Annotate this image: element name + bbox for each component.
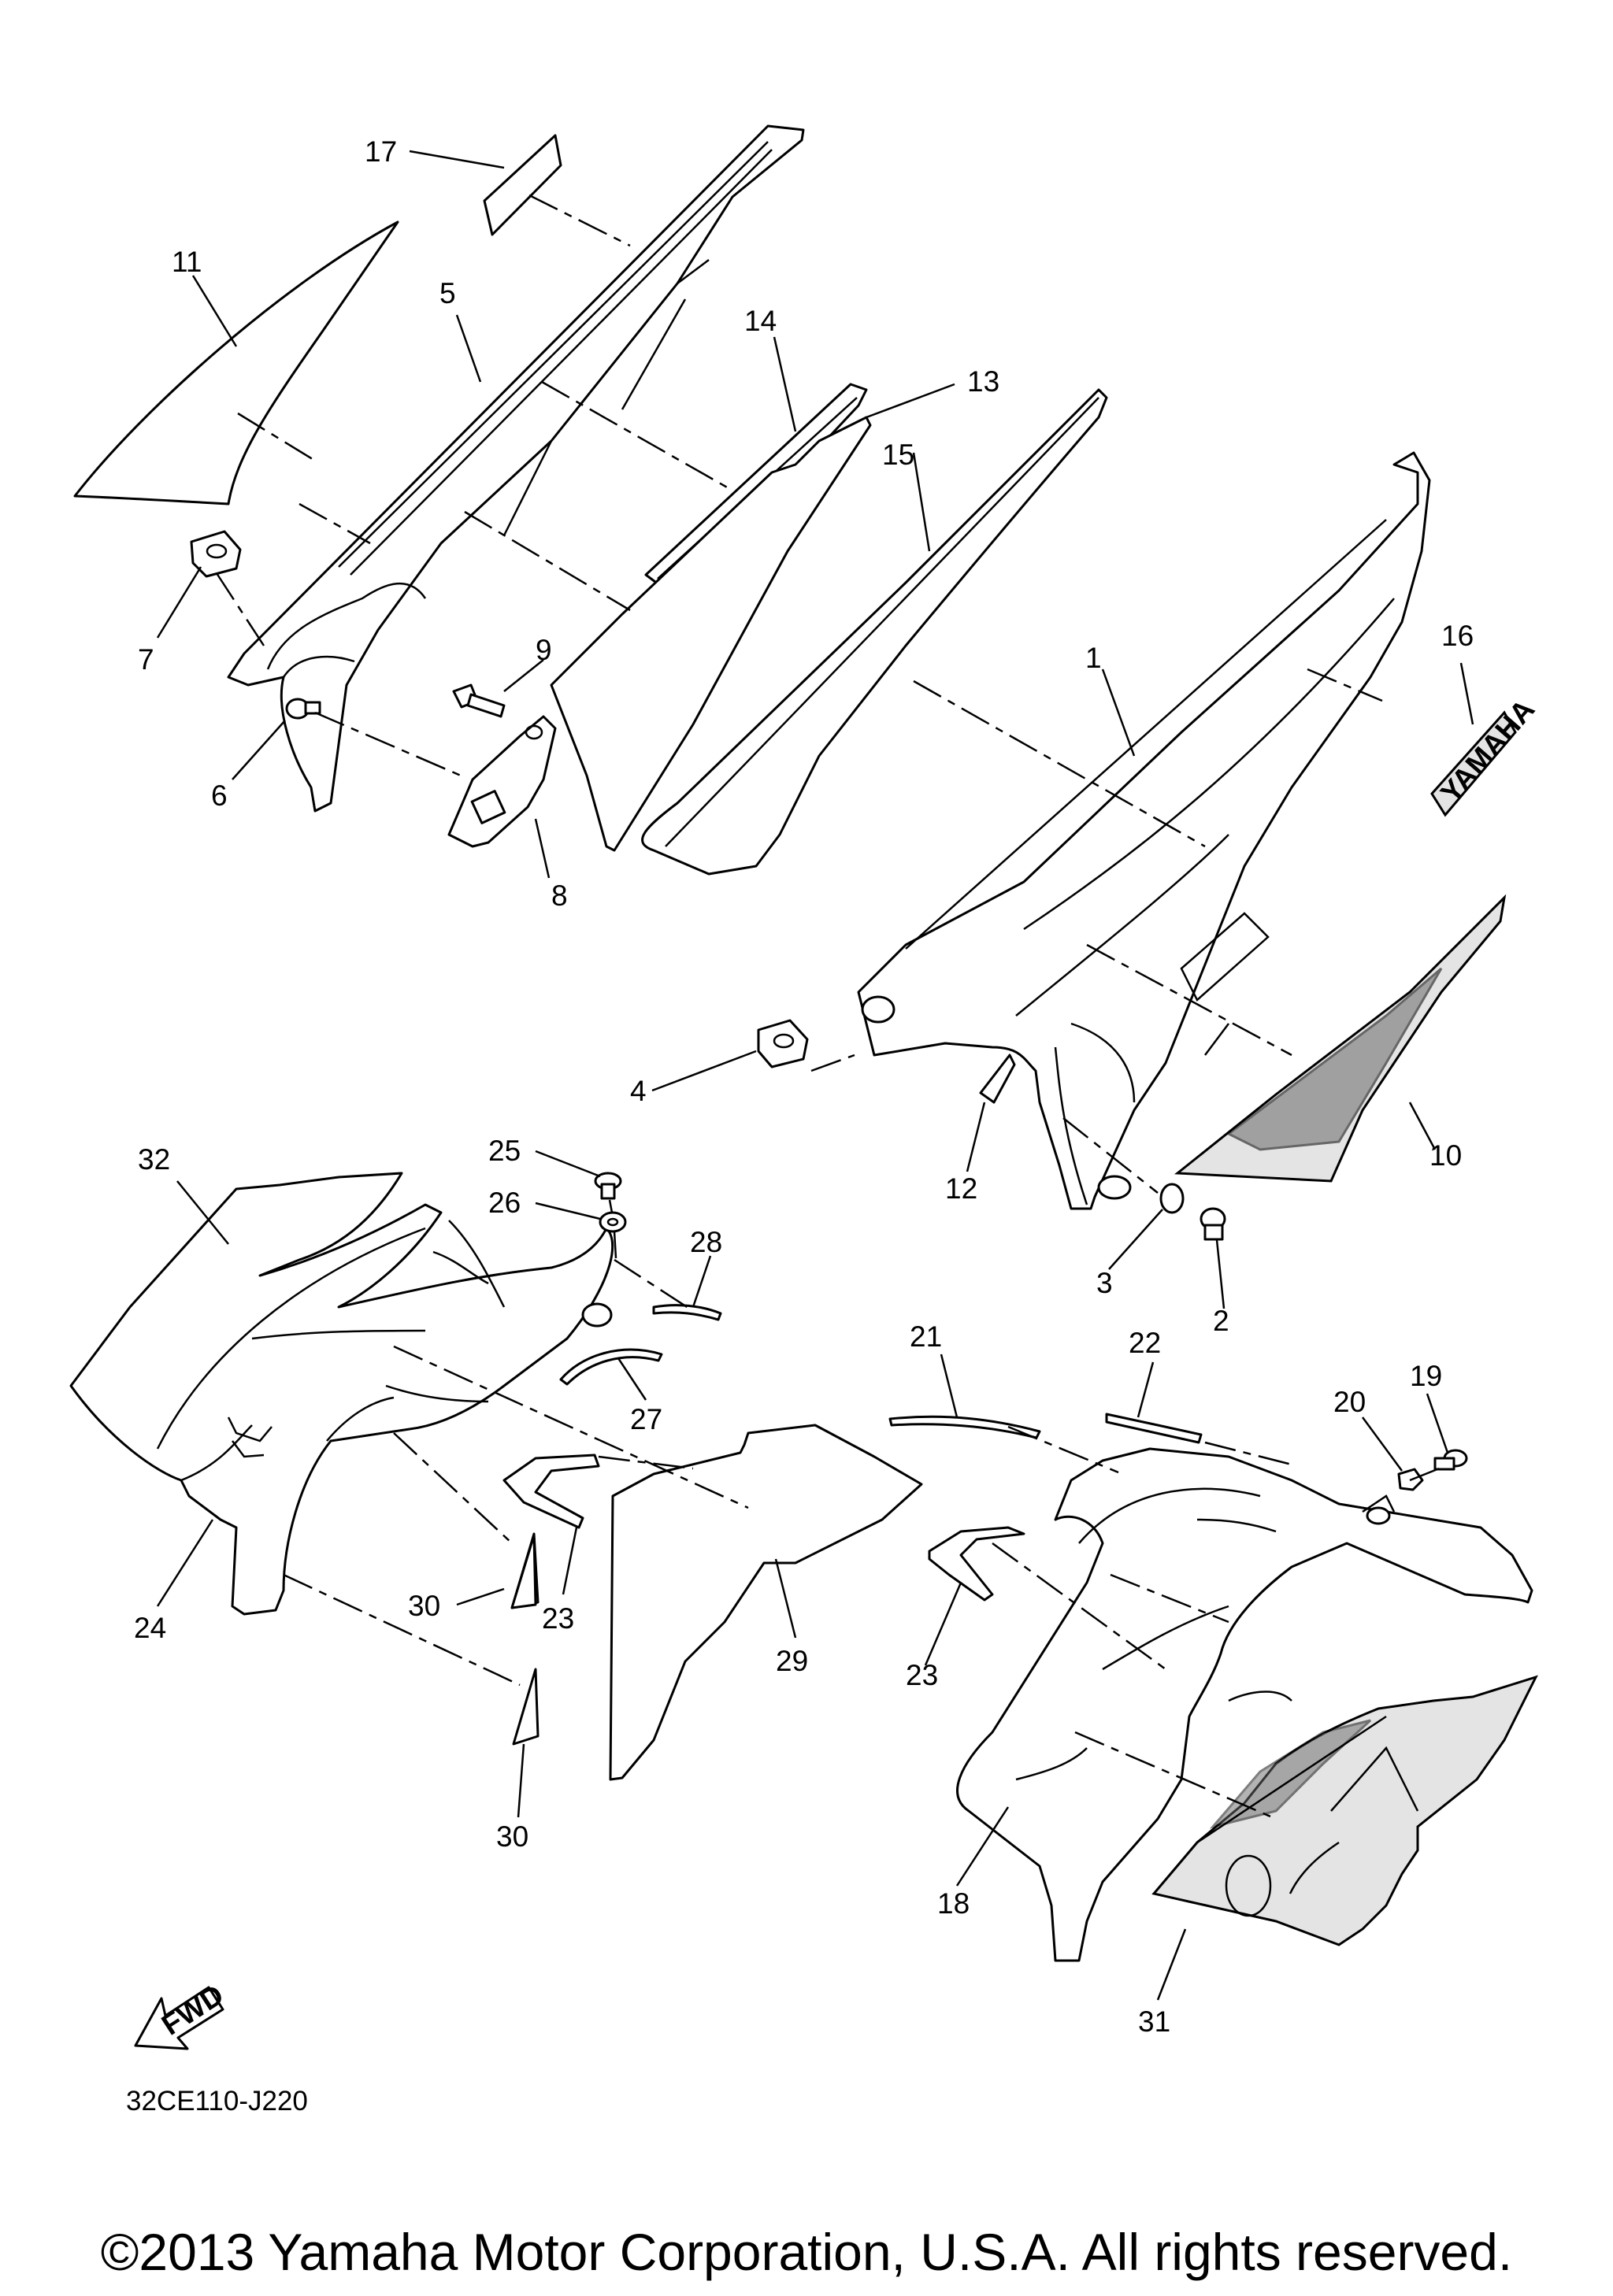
callout-12: 12 [945,1172,977,1205]
part-32-radiator-shroud [69,1172,614,1616]
part-6-bolt [285,698,321,720]
part-25-bolt [594,1172,622,1200]
callout-1: 1 [1085,642,1102,674]
callout-26: 26 [488,1187,521,1219]
part-4-clip-nut [757,1019,809,1068]
part-31-graphic-decal [1151,1675,1538,1946]
part-3-washer [1159,1183,1185,1214]
callout-24: 24 [134,1612,166,1644]
callout-16: 16 [1441,620,1474,652]
part-22-strip [1105,1413,1203,1444]
assembly-lines-lower-right [992,1425,1442,1820]
callout-8: 8 [551,880,568,912]
assembly-lines-lower-left [283,1199,749,1687]
part-1-side-cover [857,451,1431,1210]
part-7-clip-nut [190,530,242,578]
callout-15: 15 [882,439,914,471]
callout-21: 21 [910,1320,942,1353]
callout-29: 29 [776,1645,808,1677]
part-2-screw [1200,1207,1226,1241]
part-9-bolt [452,683,506,718]
yamaha-emblem-text: YAMAHA [1434,693,1541,809]
callout-13: 13 [967,365,999,398]
part-15-inner-panel [550,416,872,852]
callout-19: 19 [1410,1360,1442,1392]
callout-numbers: 17 11 5 14 13 15 7 9 6 8 1 16 4 12 10 3 … [134,135,1474,2038]
callout-5: 5 [439,277,456,309]
callout-7: 7 [138,643,154,676]
callout-18: 18 [937,1887,970,1920]
callout-31: 31 [1138,2005,1170,2038]
part-26-washer [599,1211,627,1233]
callout-6: 6 [211,780,228,812]
callout-17: 17 [365,135,397,168]
callout-27: 27 [630,1403,662,1435]
part-10-graphic-decal [1174,894,1507,1183]
part-21-seal [888,1415,1041,1439]
part-30-decal-a [510,1532,540,1609]
callout-10: 10 [1429,1139,1462,1172]
part-16-yamaha-emblem: YAMAHA [1430,693,1541,817]
part-11-sheet [73,220,399,505]
callout-14: 14 [744,305,777,337]
part-23-clip-a [502,1454,600,1529]
callout-9: 9 [536,634,552,666]
fwd-label: FWD [156,1978,229,2041]
part-17-decal [483,134,562,236]
part-5-side-cover-frame [227,124,805,813]
part-27-curved-strip [559,1348,663,1386]
callout-22: 22 [1129,1327,1161,1359]
part-8-bracket [447,715,557,848]
callout-20: 20 [1333,1386,1366,1418]
callout-23-a: 23 [542,1602,574,1635]
part-12-tab [979,1054,1016,1104]
callout-28: 28 [690,1226,722,1258]
part-code: 32CE110-J220 [126,2086,308,2116]
callout-30-b: 30 [496,1820,528,1853]
part-29-inner-panel [609,1424,923,1781]
assembly-lines-upper [215,194,1383,1194]
part-30-decal-b [512,1668,540,1746]
leader-lines [156,150,1474,2001]
callout-32: 32 [138,1143,170,1176]
part-19-bolt [1433,1449,1468,1471]
callout-11: 11 [172,246,202,278]
part-23-clip-b [928,1526,1025,1602]
callout-23-b: 23 [906,1659,938,1691]
callout-2: 2 [1213,1305,1229,1337]
callout-3: 3 [1096,1267,1113,1299]
callout-25: 25 [488,1135,521,1167]
callout-4: 4 [630,1075,647,1107]
part-18-radiator-shroud [956,1447,1533,1962]
part-13-gasket [641,388,1108,876]
part-28-seal-strip [652,1304,722,1321]
copyright-notice: ©2013 Yamaha Motor Corporation, U.S.A. A… [100,2223,1513,2281]
callout-30-a: 30 [408,1590,440,1622]
fwd-arrow-icon: FWD [134,1978,229,2050]
